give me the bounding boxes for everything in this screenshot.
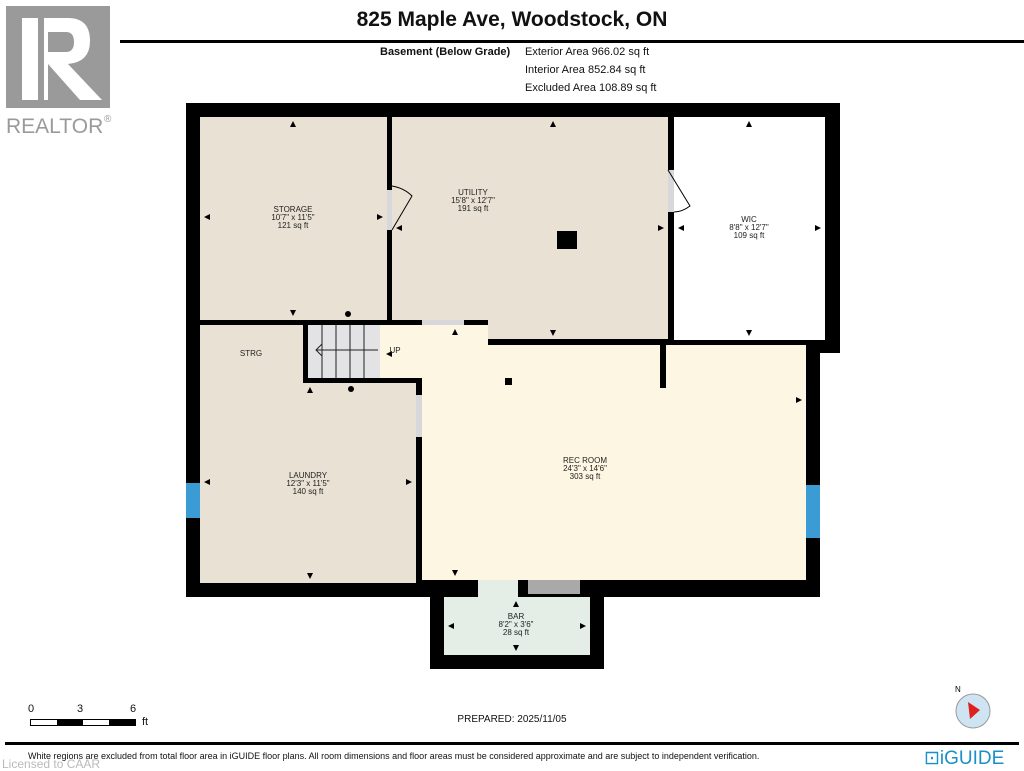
stair-treads xyxy=(316,325,378,378)
post xyxy=(348,386,354,392)
room-name-rec-room: REC ROOM xyxy=(563,456,607,465)
iguide-box-icon: ⊡ xyxy=(924,748,940,769)
room-name-storage: STORAGE xyxy=(274,205,313,214)
room-area-storage: 121 sq ft xyxy=(278,221,309,230)
stair-arrow-icon xyxy=(315,343,323,357)
scale-tick-3: 3 xyxy=(77,703,84,715)
compass-icon: N xyxy=(955,685,991,729)
room-laundry xyxy=(200,325,416,583)
realtor-logo: REALTOR ® xyxy=(6,6,112,136)
room-area-wic: 109 sq ft xyxy=(734,231,765,240)
post xyxy=(505,378,512,385)
compass-north-label: N xyxy=(955,685,961,694)
room-dims-bar: 8'2" x 3'6" xyxy=(499,620,534,629)
scale-tick-0: 0 xyxy=(28,703,35,715)
door-utility-hall xyxy=(422,320,464,325)
room-dims-laundry: 12'3" x 11'5" xyxy=(286,479,329,488)
room-area-bar: 28 sq ft xyxy=(503,628,530,637)
label-strg: STRG xyxy=(240,349,262,358)
wall-stub xyxy=(660,345,666,388)
room-wic xyxy=(674,117,825,340)
stairs xyxy=(308,325,380,378)
door-storage xyxy=(387,190,392,230)
disclaimer-text: White regions are excluded from total fl… xyxy=(28,751,760,761)
license-watermark: Licensed to CAAR xyxy=(2,757,101,771)
door-wic xyxy=(668,170,674,212)
scale-unit: ft xyxy=(142,716,149,728)
svg-text:®: ® xyxy=(104,114,112,125)
bar-opening xyxy=(478,580,518,597)
door-laundry xyxy=(416,395,422,437)
iguide-logo: ⊡iGUIDE xyxy=(924,747,1004,770)
window-left xyxy=(186,483,200,518)
interior-area: Interior Area 852.84 sq ft xyxy=(525,64,646,76)
room-name-bar: BAR xyxy=(508,612,525,621)
property-address-title: 825 Maple Ave, Woodstock, ON xyxy=(356,8,668,31)
room-rec-room xyxy=(380,325,806,580)
svg-text:REALTOR: REALTOR xyxy=(6,115,103,136)
window-right xyxy=(806,485,820,538)
room-area-utility: 191 sq ft xyxy=(458,204,489,213)
prepared-date: PREPARED: 2025/11/05 xyxy=(457,714,567,725)
label-up: UP xyxy=(389,346,400,355)
door-swing-storage xyxy=(391,185,413,231)
room-utility xyxy=(392,117,668,339)
room-name-wic: WIC xyxy=(741,215,757,224)
dimension-arrows xyxy=(204,121,821,651)
bar-counter xyxy=(528,580,580,594)
scale-bar-graphic xyxy=(30,719,136,726)
floor-level-label: Basement (Below Grade) xyxy=(380,46,511,58)
post xyxy=(345,311,351,317)
exterior-area: Exterior Area 966.02 sq ft xyxy=(525,46,650,58)
room-dims-storage: 10'7" x 11'5" xyxy=(271,213,314,222)
room-dims-rec-room: 24'3" x 14'6" xyxy=(563,464,607,473)
room-name-utility: UTILITY xyxy=(458,188,488,197)
footer-divider xyxy=(5,742,1019,745)
column xyxy=(557,231,577,249)
room-name-laundry: LAUNDRY xyxy=(289,471,328,480)
room-dims-utility: 15'8" x 12'7" xyxy=(451,196,495,205)
room-area-laundry: 140 sq ft xyxy=(293,487,324,496)
excluded-area: Excluded Area 108.89 sq ft xyxy=(525,82,657,94)
floor-plan: STORAGE 10'7" x 11'5" 121 sq ft UTILITY … xyxy=(186,103,840,669)
door-swing-wic xyxy=(667,169,691,213)
room-area-rec-room: 303 sq ft xyxy=(570,472,601,481)
iguide-brand: iGUIDE xyxy=(939,748,1005,769)
room-dims-wic: 8'8" x 12'7" xyxy=(729,223,769,232)
header-divider xyxy=(120,40,1024,43)
scale-tick-6: 6 xyxy=(130,703,137,715)
room-storage xyxy=(200,117,387,320)
